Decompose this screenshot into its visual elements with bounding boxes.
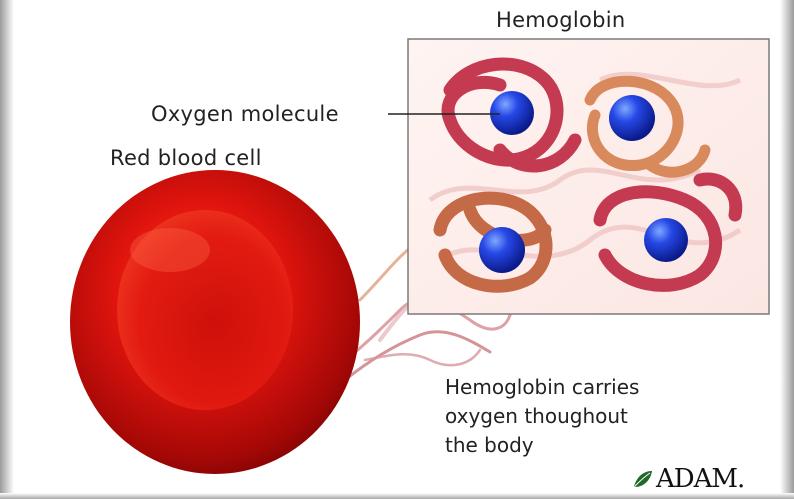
logo-text: ADAM. — [656, 464, 744, 494]
oxygen-molecule-3 — [479, 227, 525, 273]
caption-line-1: Hemoglobin carries — [445, 373, 639, 402]
caption-line-3: the body — [445, 431, 639, 460]
oxygen-molecule-2 — [609, 95, 655, 141]
red-blood-cell-label: Red blood cell — [110, 146, 262, 170]
oxygen-molecule-1 — [490, 91, 534, 135]
oxygen-molecule-label: Oxygen molecule — [151, 102, 339, 126]
caption-line-2: oxygen thoughout — [445, 402, 639, 431]
hemoglobin-box — [408, 39, 769, 314]
oxygen-molecule-4 — [644, 218, 688, 262]
leaf-icon — [632, 468, 654, 490]
red-blood-cell — [70, 170, 360, 474]
caption: Hemoglobin carries oxygen thoughout the … — [445, 373, 639, 460]
adam-logo: ADAM. — [632, 464, 744, 494]
hemoglobin-label: Hemoglobin — [496, 8, 626, 32]
